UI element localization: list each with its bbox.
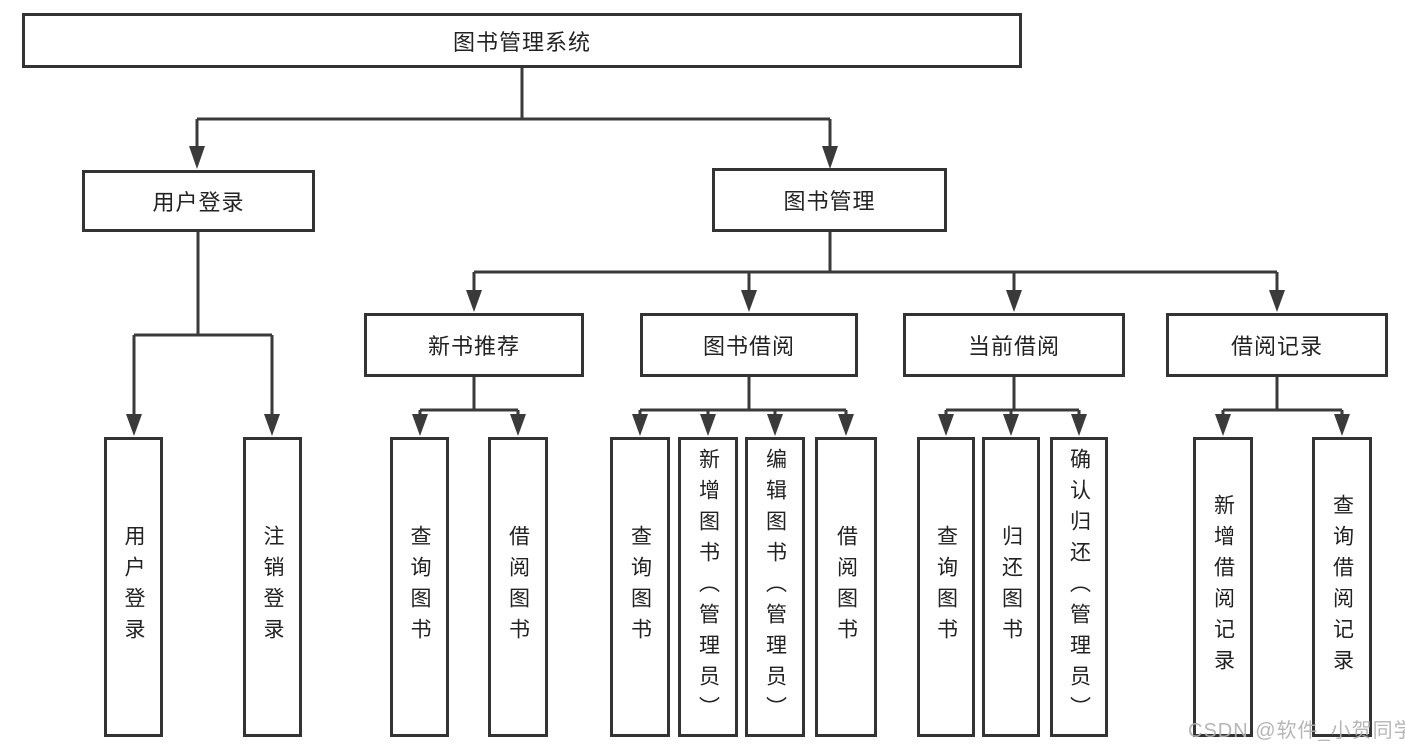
node-borrow-records-label: 借阅记录 (1230, 334, 1323, 359)
arrowhead-borrow-books-2 (838, 414, 854, 436)
arrowhead-leaf-user-login (126, 414, 142, 436)
leaf-return-books: 归还图书 (982, 437, 1040, 737)
arrowhead-add-borrow-record (1215, 414, 1231, 436)
leaf-add-borrow-record: 新增借阅记录 (1193, 437, 1253, 737)
arrowhead-add-books (700, 414, 716, 436)
node-current-borrow-label: 当前借阅 (967, 334, 1060, 359)
node-book-management-label: 图书管理 (783, 189, 876, 214)
leaf-borrow-books: 借阅图书 (815, 437, 877, 737)
node-root-system: 图书管理系统 (22, 13, 1022, 68)
edge-new-book-rec-children (418, 377, 520, 415)
arrowhead-confirm-return (1071, 414, 1087, 436)
node-new-book-recommend-label: 新书推荐 (427, 334, 520, 359)
leaf-query-books-current: 查询图书 (917, 437, 975, 737)
edge-current-borrow-children (944, 377, 1081, 415)
node-book-management: 图书管理 (712, 168, 947, 232)
arrowhead-query-books-1 (412, 414, 428, 436)
node-user-login: 用户登录 (82, 170, 315, 232)
node-borrow-records: 借阅记录 (1166, 313, 1388, 377)
arrowhead-return-books (1003, 414, 1019, 436)
leaf-borrow-books-recommend: 借阅图书 (488, 437, 548, 737)
arrowhead-leaf-logout (264, 414, 280, 436)
node-book-borrow-label: 图书借阅 (702, 334, 795, 359)
node-new-book-recommend: 新书推荐 (364, 313, 584, 377)
arrowhead-query-borrow-record (1334, 414, 1350, 436)
edge-root-to-level2 (195, 68, 832, 148)
leaf-query-books-recommend: 查询图书 (390, 437, 449, 737)
arrowhead-current-borrow (1006, 290, 1022, 312)
leaf-add-books-admin: 新增图书（管理员） (678, 437, 738, 737)
edge-book-mgmt-children (472, 232, 1279, 292)
arrowhead-user-login (189, 146, 205, 169)
arrowhead-book-mgmt (822, 146, 838, 169)
arrowhead-borrow-books-1 (510, 414, 526, 436)
arrowhead-book-borrow (741, 290, 757, 312)
arrowhead-query-books-3 (938, 414, 954, 436)
leaf-confirm-return-admin: 确认归还（管理员） (1050, 437, 1108, 737)
leaf-user-login: 用户登录 (104, 437, 163, 737)
arrowhead-new-book-rec (466, 290, 482, 312)
node-book-borrow: 图书借阅 (640, 313, 858, 377)
edge-borrow-records-children (1221, 377, 1344, 415)
node-current-borrow: 当前借阅 (903, 313, 1125, 377)
arrowhead-edit-books (767, 414, 783, 436)
csdn-watermark: CSDN @软件_小贺同学 (1188, 720, 1405, 742)
edge-user-login-children (132, 232, 274, 415)
node-user-login-label: 用户登录 (152, 190, 245, 215)
leaf-logout: 注销登录 (243, 437, 302, 737)
leaf-query-books-borrow: 查询图书 (610, 437, 670, 737)
leaf-query-borrow-record: 查询借阅记录 (1312, 437, 1372, 737)
arrowhead-borrow-records (1269, 290, 1285, 312)
arrowhead-query-books-2 (632, 414, 648, 436)
leaf-edit-books-admin: 编辑图书（管理员） (745, 437, 805, 737)
edge-book-borrow-children (638, 377, 848, 415)
node-root-label: 图书管理系统 (452, 29, 591, 55)
